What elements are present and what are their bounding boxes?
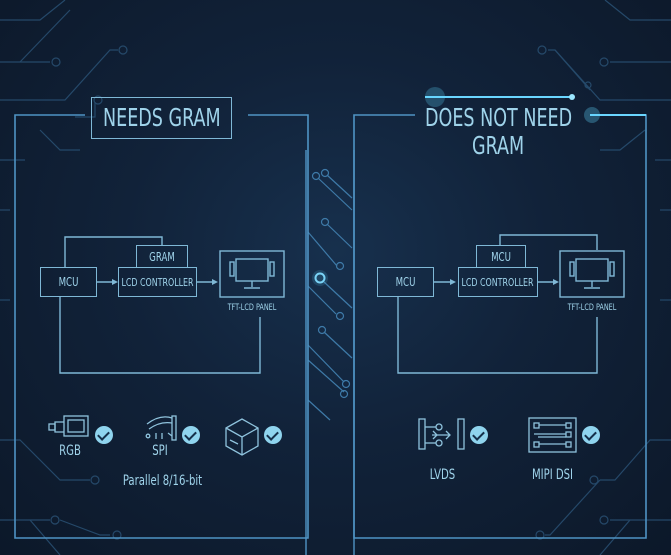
spi-signal-icon xyxy=(145,415,177,441)
lvds-circuit-icon xyxy=(418,418,465,450)
mipi-dsi-icon xyxy=(528,417,577,453)
rgb-label: RGB xyxy=(59,443,81,459)
mcu-box xyxy=(377,267,434,297)
needs-gram-title: NEEDS GRAM xyxy=(103,103,221,132)
lcd-controller-label: LCD CONTROLLER xyxy=(461,276,534,289)
mcu-box xyxy=(40,267,97,297)
lcd-controller-label: LCD CONTROLLER xyxy=(121,276,194,289)
does-not-need-gram-title-line1: DOES NOT NEED xyxy=(425,103,573,132)
lcd-controller-box xyxy=(458,267,538,297)
lvds-label: LVDS xyxy=(429,467,456,483)
check-icon xyxy=(182,426,200,444)
monitor-icon xyxy=(559,250,625,298)
check-icon xyxy=(470,426,488,444)
monitor-icon xyxy=(219,250,285,298)
lcd-controller-box xyxy=(118,267,197,297)
tft-lcd-panel-label: TFT-LCD PANEL xyxy=(567,303,617,313)
check-icon xyxy=(264,426,282,444)
mipi-dsi-label: MIPI DSI xyxy=(531,467,574,483)
needs-gram-title-box xyxy=(91,97,232,139)
cube-icon xyxy=(225,418,259,456)
does-not-need-gram-title-line2: GRAM xyxy=(472,131,525,160)
check-icon xyxy=(582,426,600,444)
mcu-top-label: MCU xyxy=(491,250,511,264)
mcu-label: MCU xyxy=(395,275,416,289)
tft-lcd-panel-label: TFT-LCD PANEL xyxy=(227,303,277,313)
parallel-label: Parallel 8/16-bit xyxy=(122,473,203,489)
mcu-label: MCU xyxy=(58,275,79,289)
gram-label: GRAM xyxy=(149,250,175,264)
spi-label: SPI xyxy=(152,443,168,459)
rgb-connector-icon xyxy=(48,415,89,437)
check-icon xyxy=(95,426,113,444)
